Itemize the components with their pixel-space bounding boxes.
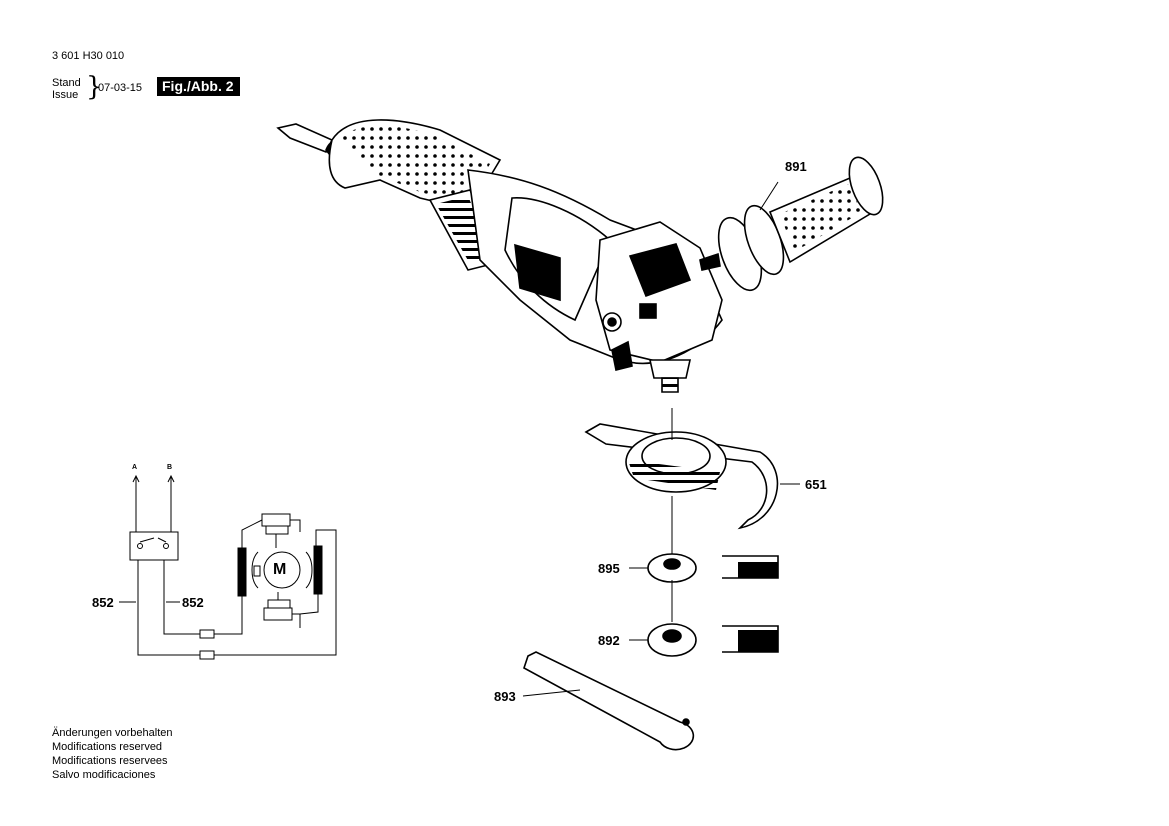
callout-895: 895 [598, 561, 620, 576]
figure-label: Fig./Abb. 2 [157, 77, 240, 96]
stand-issue-label: Stand Issue [52, 77, 81, 101]
note-en: Modifications reserved [52, 741, 163, 753]
issue-date: 07-03-15 [98, 82, 143, 94]
terminal-a-label: A [132, 464, 138, 471]
motor-label: M [273, 561, 287, 578]
wiring-schematic [119, 474, 337, 660]
issue-label: Issue [52, 89, 79, 101]
callout-893: 893 [494, 689, 516, 704]
leader-lines [522, 181, 800, 697]
brace-glyph: } [86, 72, 103, 102]
clamp-nut [647, 623, 779, 657]
note-de: Änderungen vorbehalten [52, 727, 173, 739]
note-fr: Modifications reservees [52, 755, 168, 767]
stand-label: Stand [52, 77, 81, 89]
angle-grinder [276, 119, 723, 393]
callout-891: 891 [785, 159, 807, 174]
two-pin-spanner [523, 651, 695, 751]
wheel-guard [584, 423, 779, 530]
callout-651: 651 [805, 477, 827, 492]
callout-852-right: 852 [182, 595, 204, 610]
mounting-flange [647, 553, 779, 583]
note-es: Salvo modificaciones [52, 769, 156, 781]
callout-892: 892 [598, 633, 620, 648]
terminal-b-label: B [167, 464, 173, 471]
modification-notes: Änderungen vorbehalten Modifications res… [52, 726, 172, 782]
document-number: 3 601 H30 010 [52, 50, 125, 62]
callout-852-left: 852 [92, 595, 114, 610]
auxiliary-handle [699, 156, 884, 292]
